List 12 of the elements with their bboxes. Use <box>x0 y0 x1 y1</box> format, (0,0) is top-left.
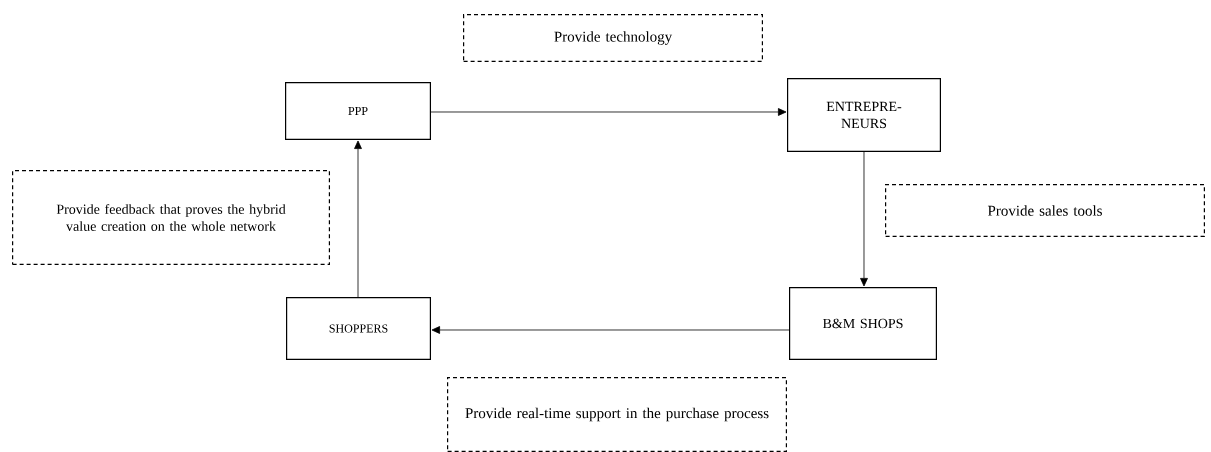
arrow <box>354 140 362 298</box>
note-box: Provide real-time support in the purchase process <box>447 377 787 452</box>
note-box: Provide sales tools <box>885 184 1205 237</box>
arrow <box>430 108 787 116</box>
process-box: B&M SHOPS <box>789 287 937 360</box>
process-box: SHOPPERS <box>286 297 431 360</box>
note-box: Provide feedback that proves the hybrid value creation on the whole network <box>12 170 330 265</box>
process-box: PPP <box>285 82 431 140</box>
arrow <box>860 151 868 287</box>
process-box: ENTREPRE- NEURS <box>787 78 941 152</box>
note-box: Provide technology <box>463 14 763 62</box>
arrow <box>431 326 790 334</box>
